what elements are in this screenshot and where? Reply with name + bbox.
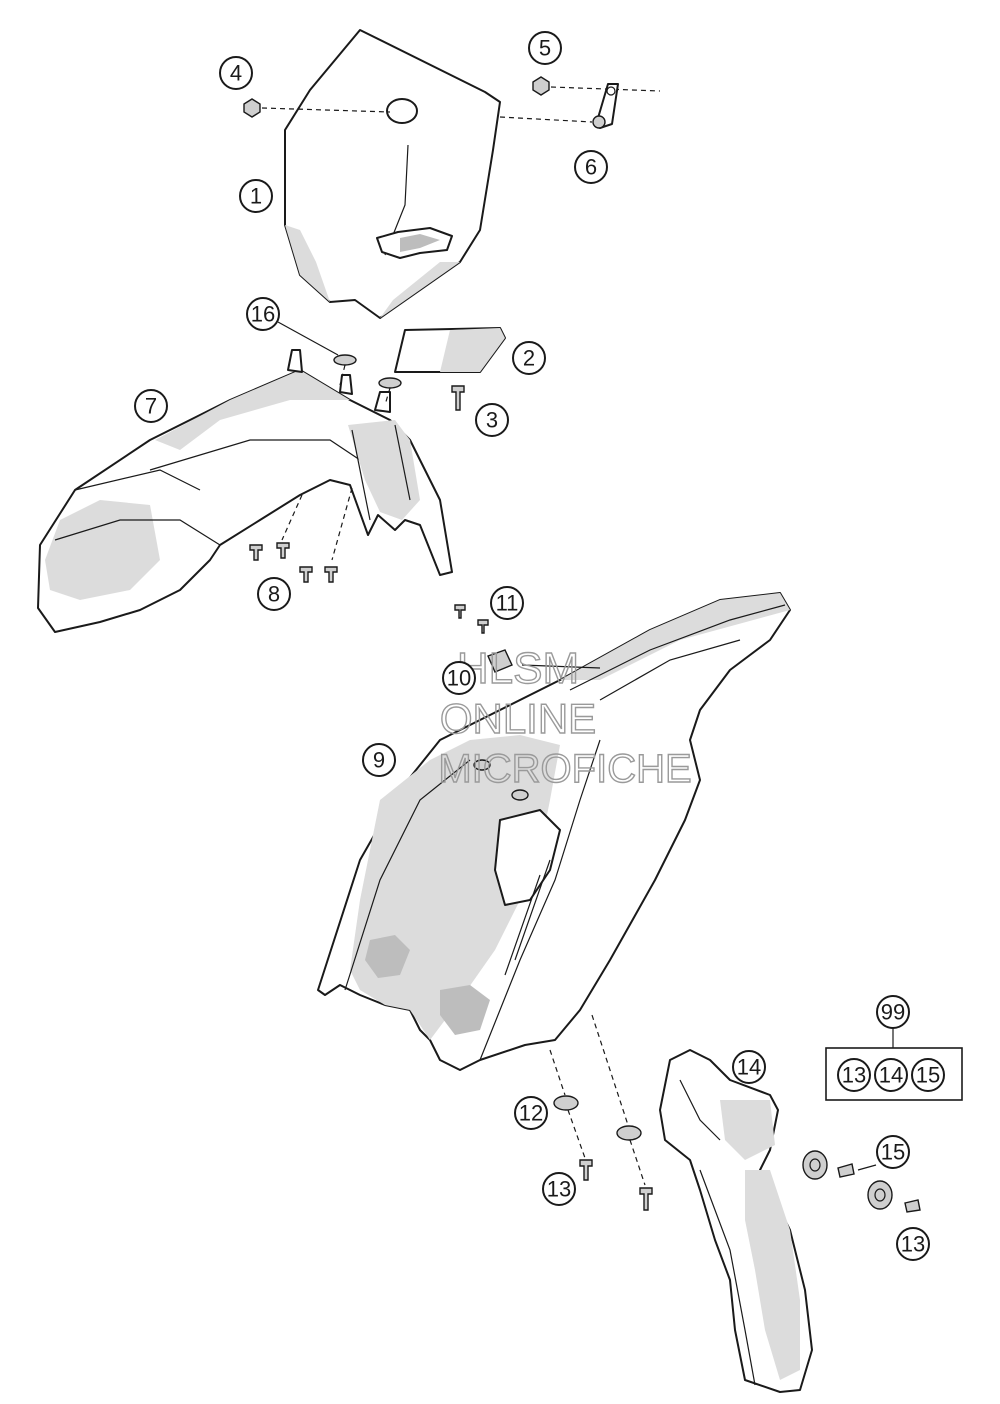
callout-5-label: 5	[539, 36, 551, 61]
bolts-8	[249, 487, 353, 583]
callout-11-label: 11	[496, 591, 519, 616]
decal-2	[394, 327, 506, 373]
callout-9: 9	[362, 743, 396, 777]
callout-4-label: 4	[230, 61, 242, 86]
bracket-6	[499, 76, 661, 129]
watermark-line-2: ONLINE	[440, 695, 596, 742]
clips-16	[277, 321, 402, 406]
callout-13-right-label: 13	[901, 1232, 925, 1257]
callout-12-label: 12	[519, 1101, 543, 1126]
callout-1: 1	[239, 179, 273, 213]
callout-3: 3	[475, 403, 509, 437]
callout-8-label: 8	[268, 582, 280, 607]
kit-member-13: 13	[837, 1058, 871, 1092]
side-number-plate	[659, 1049, 813, 1393]
kit-member-14-label: 14	[879, 1063, 903, 1088]
callout-7-label: 7	[145, 394, 157, 419]
callout-13-left: 13	[542, 1172, 576, 1206]
number-plate	[284, 29, 501, 319]
kit-member-13-label: 13	[842, 1063, 866, 1088]
kit-member-15: 15	[911, 1058, 945, 1092]
callout-1-label: 1	[250, 184, 262, 209]
callout-5: 5	[528, 31, 562, 65]
callout-8: 8	[257, 577, 291, 611]
kit-member-14: 14	[874, 1058, 908, 1092]
callout-3-label: 3	[486, 408, 498, 433]
callout-16-label: 16	[251, 302, 275, 327]
callout-layer: 1 2 3 4 5 6 7 8 9 10 11 12 13 13 14 15 1…	[134, 31, 945, 1261]
screw-3	[451, 385, 465, 411]
screws-10-11	[454, 604, 601, 801]
watermark-line-1: HLSM	[457, 644, 579, 693]
callout-2: 2	[512, 341, 546, 375]
grommets-15	[802, 1150, 921, 1213]
callout-13-left-label: 13	[547, 1177, 571, 1202]
callout-15: 15	[876, 1135, 910, 1169]
callout-13-right: 13	[896, 1227, 930, 1261]
front-fender	[37, 349, 453, 633]
callout-99: 99	[876, 995, 910, 1029]
callout-10: 10	[442, 661, 476, 695]
kit-member-15-label: 15	[916, 1063, 940, 1088]
rear-fender-side-panel	[317, 592, 791, 1071]
callout-7: 7	[134, 389, 168, 423]
callout-9-label: 9	[373, 748, 385, 773]
callout-4: 4	[219, 56, 253, 90]
callout-14: 14	[732, 1050, 766, 1084]
callout-12: 12	[514, 1096, 548, 1130]
callout-15-label: 15	[881, 1140, 905, 1165]
hardware-12-13	[549, 1014, 653, 1211]
callout-6: 6	[574, 150, 608, 184]
callout-99-label: 99	[881, 1000, 905, 1025]
callout-10-label: 10	[447, 666, 471, 691]
callout-14-label: 14	[737, 1055, 761, 1080]
nut-4	[243, 98, 391, 118]
callout-16: 16	[246, 297, 280, 331]
callout-2-label: 2	[523, 346, 535, 371]
watermark: HLSM ONLINE MICROFICHE	[438, 643, 693, 791]
callout-11: 11	[490, 586, 524, 620]
callout-6-label: 6	[585, 155, 597, 180]
watermark-line-3: MICROFICHE	[438, 747, 691, 791]
